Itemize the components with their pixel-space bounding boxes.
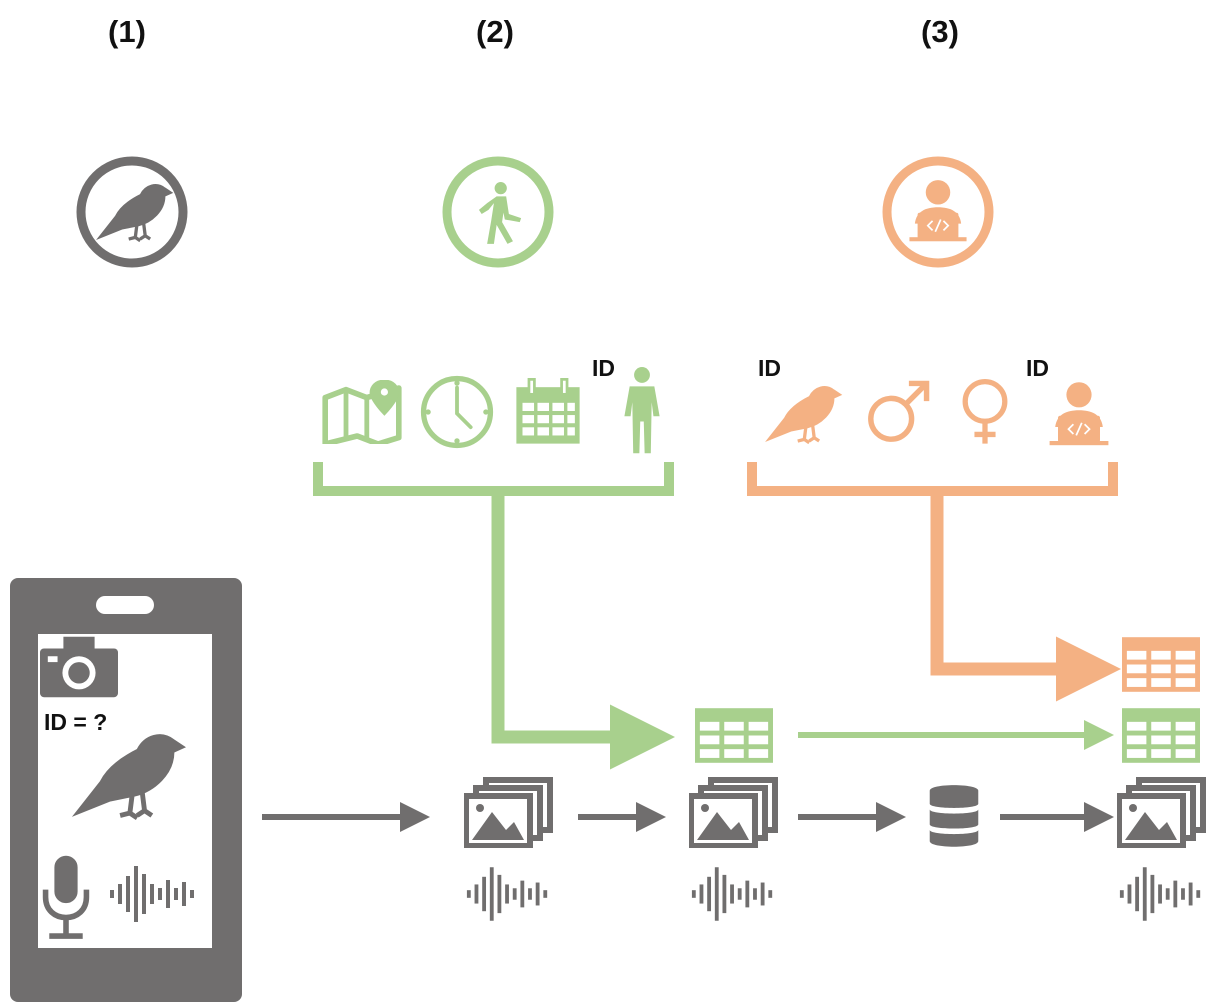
phone-device: ID = ?: [10, 578, 242, 1002]
sound-wave-icon: [1119, 867, 1201, 921]
green-bracket: [313, 462, 674, 496]
expert-developer-icon: [1048, 381, 1110, 447]
clock-icon: [424, 379, 491, 446]
calendar-icon: [515, 378, 581, 445]
orange-bracket: [747, 462, 1118, 496]
walking-person-icon: [442, 156, 554, 268]
merged-observer-table-icon: [1122, 708, 1200, 763]
bird-icon: [76, 156, 188, 268]
sound-wave-icon: [691, 867, 773, 921]
media-stack-icon: [1119, 780, 1203, 846]
green-connector-arrow: [491, 491, 675, 770]
stage-1-title: (1): [108, 14, 146, 49]
developer-icon: [882, 156, 994, 268]
media-stack-icon: [466, 780, 550, 846]
bird-id-label: ID: [758, 355, 781, 381]
stage-2-title: (2): [476, 14, 514, 49]
expert-table-icon: [1122, 637, 1200, 692]
male-icon: [871, 383, 927, 439]
expert-id-label: ID: [1026, 355, 1049, 381]
female-icon: [965, 382, 1005, 444]
observer-id-label: ID: [592, 355, 615, 381]
map-pin-icon: [325, 380, 399, 444]
bird-id-icon: [764, 384, 844, 445]
stage-3-title: (3): [921, 14, 959, 49]
database-icon: [929, 785, 979, 847]
orange-connector-arrow: [930, 491, 1121, 702]
sound-wave-icon: [466, 867, 548, 921]
person-icon: [624, 367, 660, 454]
observer-table-icon: [695, 708, 773, 763]
media-stack-icon: [691, 780, 775, 846]
id-query-label: ID = ?: [44, 709, 107, 735]
